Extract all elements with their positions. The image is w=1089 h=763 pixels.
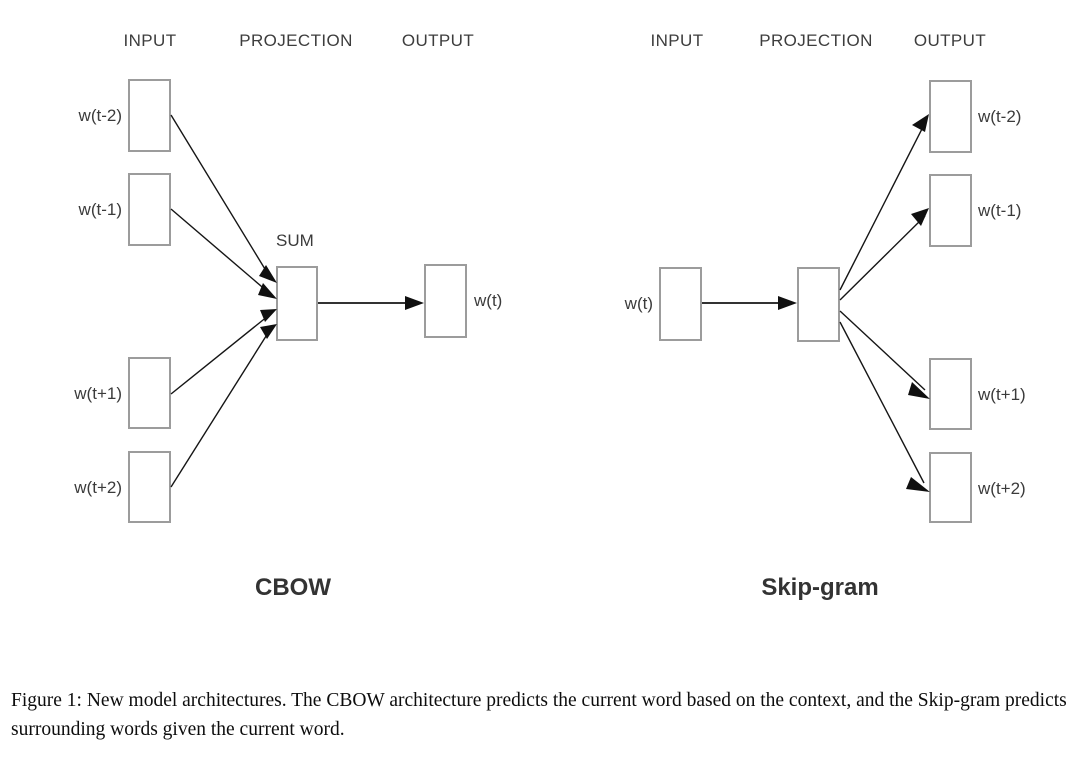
skipgram-edge-3 xyxy=(839,321,925,484)
skipgram-projection-box xyxy=(797,267,840,342)
cbow-input-label-2: w(t+1) xyxy=(73,384,122,403)
cbow-edge-1 xyxy=(170,208,269,293)
skipgram-arrowhead-3 xyxy=(906,477,930,492)
skipgram-title: Skip-gram xyxy=(761,574,878,601)
skipgram-edge-1 xyxy=(839,215,926,301)
cbow-header-projection: PROJECTION xyxy=(239,31,353,50)
cbow-arrowhead-2 xyxy=(260,309,277,322)
skipgram-output-label-3: w(t+2) xyxy=(977,479,1026,498)
cbow-input-label-1: w(t-1) xyxy=(78,200,122,219)
cbow-edge-0 xyxy=(170,114,269,275)
skipgram-output-label-1: w(t-1) xyxy=(977,201,1021,220)
figure-caption: Figure 1: New model architectures. The C… xyxy=(11,690,1067,740)
skipgram-output-box-0 xyxy=(929,80,972,153)
skipgram-arrowhead-projection xyxy=(778,296,797,310)
skipgram-input-box-0 xyxy=(659,267,702,341)
cbow-input-label-3: w(t+2) xyxy=(73,478,122,497)
cbow-projection-sum-label: SUM xyxy=(276,231,314,250)
skipgram-edge-2 xyxy=(839,310,926,391)
skipgram-output-box-3 xyxy=(929,452,972,523)
skipgram-output-box-2 xyxy=(929,358,972,430)
cbow-edge-3 xyxy=(170,332,269,488)
cbow-arrowhead-output xyxy=(405,296,424,310)
cbow-arrowhead-3 xyxy=(260,324,277,339)
skipgram-output-label-2: w(t+1) xyxy=(977,385,1026,404)
model-architecture-diagram: INPUT PROJECTION OUTPUT INPUT PROJECTION… xyxy=(73,31,1026,601)
cbow-arrowhead-0 xyxy=(259,265,277,283)
cbow-edge-group xyxy=(170,114,277,488)
cbow-output-box-0 xyxy=(424,264,467,338)
skipgram-edge-0 xyxy=(839,122,926,291)
skipgram-input-label-0: w(t) xyxy=(624,294,653,313)
skipgram-header-input: INPUT xyxy=(651,31,704,50)
cbow-input-box-3 xyxy=(128,451,171,523)
skipgram-arrowhead-0 xyxy=(912,114,929,132)
skipgram-header-output: OUTPUT xyxy=(914,31,986,50)
cbow-header-input: INPUT xyxy=(124,31,177,50)
cbow-arrowhead-1 xyxy=(258,283,277,299)
cbow-input-box-2 xyxy=(128,357,171,429)
skipgram-header-projection: PROJECTION xyxy=(759,31,873,50)
skipgram-edge-group xyxy=(839,114,930,492)
cbow-input-box-1 xyxy=(128,173,171,246)
cbow-edge-2 xyxy=(170,315,269,395)
cbow-output-label-0: w(t) xyxy=(473,291,502,310)
cbow-header-output: OUTPUT xyxy=(402,31,474,50)
cbow-input-box-0 xyxy=(128,79,171,152)
cbow-projection-box xyxy=(276,266,318,341)
skipgram-output-label-0: w(t-2) xyxy=(977,107,1021,126)
cbow-input-label-0: w(t-2) xyxy=(78,106,122,125)
skipgram-arrowhead-2 xyxy=(908,382,930,399)
skipgram-output-box-1 xyxy=(929,174,972,247)
skipgram-arrowhead-1 xyxy=(911,208,929,226)
cbow-title: CBOW xyxy=(255,574,331,601)
